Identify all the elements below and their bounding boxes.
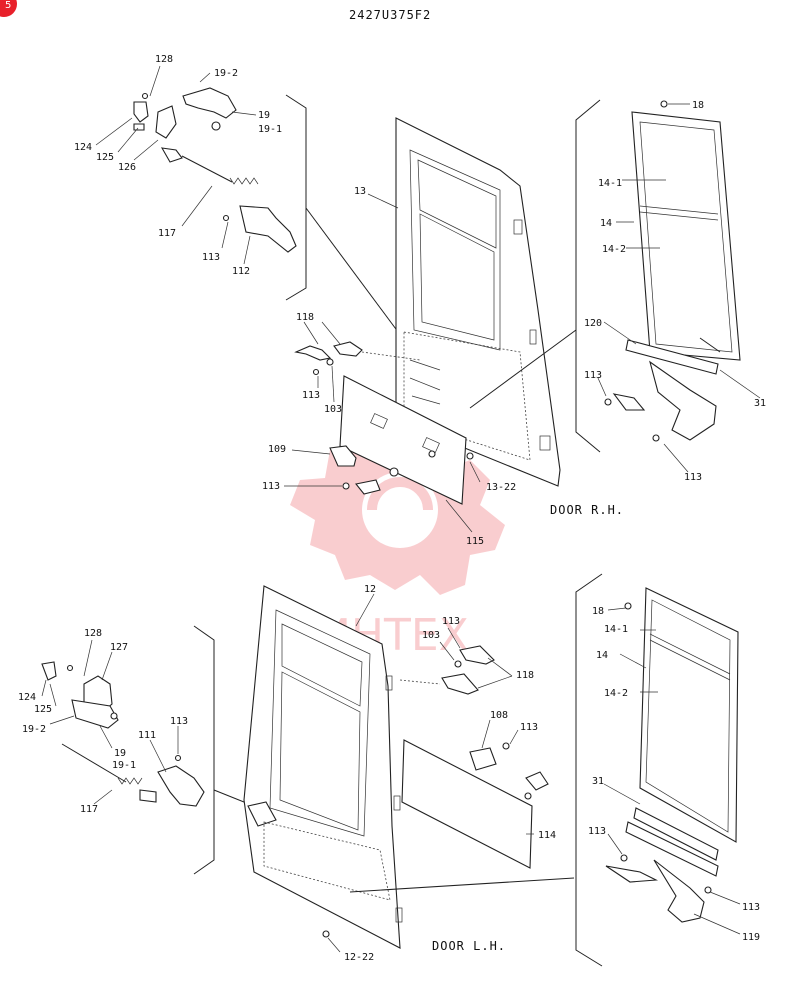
label-rh-125: 125 — [96, 152, 114, 163]
label-lh-19-2: 19-2 — [22, 724, 46, 735]
label-rh-117: 117 — [158, 228, 176, 239]
drawing-number: 2427U375F2 — [349, 8, 431, 22]
label-lh-111: 111 — [138, 730, 156, 741]
label-rh-19-1: 19-1 — [258, 124, 282, 135]
label-lh-19-1: 19-1 — [112, 760, 136, 771]
label-lh-103: 103 — [422, 630, 440, 641]
trim-board-rh — [339, 375, 467, 505]
label-lh-14: 14 — [596, 650, 608, 661]
label-lh-31: 31 — [592, 776, 604, 787]
label-lh-113c: 113 — [520, 722, 538, 733]
label-rh-113c: 113 — [262, 481, 280, 492]
leaders-upper-right — [597, 103, 761, 473]
label-rh-13: 13 — [354, 186, 366, 197]
corner-badge-text: 5 — [5, 0, 11, 11]
label-lh-118: 118 — [516, 670, 534, 681]
connector-rh-regulator — [469, 329, 577, 409]
label-rh-124: 124 — [74, 142, 92, 153]
label-rh-13-22: 13-22 — [486, 482, 516, 493]
label-lh-128: 128 — [84, 628, 102, 639]
bracket-lower-right — [575, 573, 603, 967]
label-rh-115: 115 — [466, 536, 484, 547]
leaders-upper-mid — [284, 193, 481, 533]
label-rh-113a: 113 — [202, 252, 220, 263]
bracket-lower-left — [193, 625, 215, 875]
label-lh-119: 119 — [742, 932, 760, 943]
caption-door-lh: DOOR L.H. — [432, 939, 506, 953]
label-lh-19: 19 — [114, 748, 126, 759]
label-rh-113b: 113 — [302, 390, 320, 401]
bracket-upper-left — [285, 94, 307, 301]
labels-rh: 128 19-2 19 19-1 124 125 126 117 113 112… — [74, 54, 766, 547]
inner-handle-rh — [294, 341, 421, 376]
label-lh-127: 127 — [110, 642, 128, 653]
lock-mechanism-rh — [133, 87, 297, 253]
label-rh-19: 19 — [258, 110, 270, 121]
label-rh-112: 112 — [232, 266, 250, 277]
corner-badge: 5 — [0, 0, 17, 17]
label-lh-14-1: 14-1 — [604, 624, 628, 635]
label-lh-117: 117 — [80, 804, 98, 815]
label-lh-18: 18 — [592, 606, 604, 617]
small-parts-rh — [329, 445, 474, 495]
leaders-lower-mid — [327, 593, 534, 953]
label-lh-113d: 113 — [588, 826, 606, 837]
window-regulator-lh — [605, 807, 719, 923]
label-rh-31: 31 — [754, 398, 766, 409]
label-lh-113e: 113 — [742, 902, 760, 913]
label-rh-113d: 113 — [584, 370, 602, 381]
door-lh-panel — [243, 585, 403, 949]
label-rh-14-1: 14-1 — [598, 178, 622, 189]
leaders-upper-left — [95, 65, 257, 265]
label-lh-125: 125 — [34, 704, 52, 715]
trim-board-lh — [401, 739, 549, 869]
labels-lh: 12 128 127 124 125 19-2 19 19-1 111 113 … — [18, 584, 760, 963]
caption-door-rh: DOOR R.H. — [550, 503, 624, 517]
label-lh-12: 12 — [364, 584, 376, 595]
connector-rh-lock — [305, 207, 411, 349]
label-rh-120: 120 — [584, 318, 602, 329]
label-rh-14-2: 14-2 — [602, 244, 626, 255]
lock-mechanism-lh — [41, 661, 205, 807]
label-rh-109: 109 — [268, 444, 286, 455]
label-lh-113b: 113 — [442, 616, 460, 627]
label-lh-124: 124 — [18, 692, 36, 703]
inner-handle-lh — [399, 645, 495, 695]
window-regulator-rh — [604, 337, 721, 442]
window-glass-lh — [624, 587, 739, 843]
label-rh-118: 118 — [296, 312, 314, 323]
label-rh-19-2: 19-2 — [214, 68, 238, 79]
label-lh-113a: 113 — [170, 716, 188, 727]
bracket-upper-right — [575, 99, 601, 453]
leaders-lower-right — [603, 607, 741, 935]
label-rh-128: 128 — [155, 54, 173, 65]
label-lh-12-22: 12-22 — [344, 952, 374, 963]
door-rh-panel — [395, 117, 561, 487]
label-lh-114: 114 — [538, 830, 556, 841]
label-lh-108: 108 — [490, 710, 508, 721]
label-rh-103: 103 — [324, 404, 342, 415]
label-rh-18: 18 — [692, 100, 704, 111]
leaders-lower-left — [41, 639, 179, 805]
label-rh-14: 14 — [600, 218, 612, 229]
label-lh-14-2: 14-2 — [604, 688, 628, 699]
connector-lh-regulator — [349, 877, 575, 893]
label-rh-126: 126 — [118, 162, 136, 173]
label-rh-113e: 113 — [684, 472, 702, 483]
window-glass-rh — [631, 100, 741, 361]
